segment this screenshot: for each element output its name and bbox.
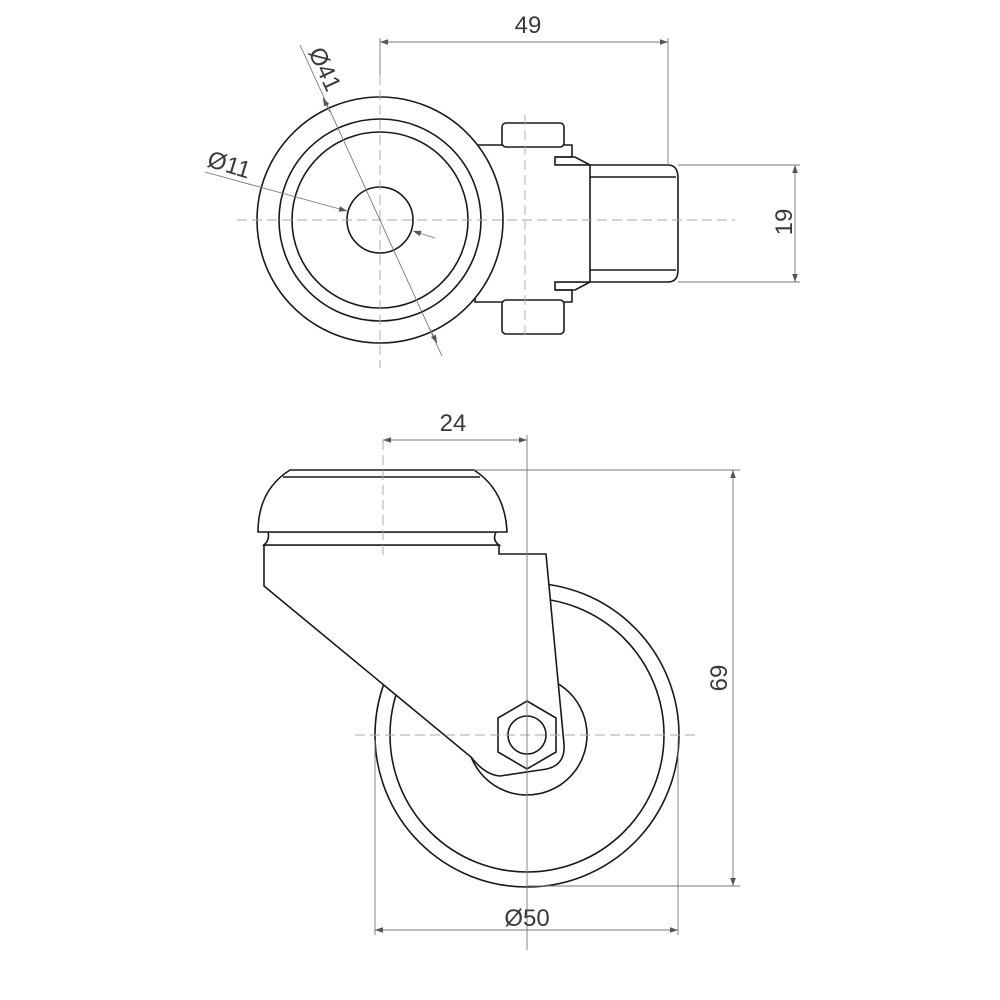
- caster-neck: [261, 531, 502, 546]
- side-view: 24 69 Ø50: [257, 410, 740, 950]
- dim-label-outer-diameter: Ø41: [303, 43, 347, 96]
- dim-line-d41: [299, 44, 443, 357]
- dim-line-d11: [204, 171, 348, 212]
- caster-top-plate: [257, 469, 508, 533]
- dim-label-overall-height: 69: [706, 665, 733, 692]
- dim-label-wheel-diameter: Ø50: [504, 905, 549, 932]
- caster-fork-body: [263, 544, 565, 777]
- dim-label-overall-length: 49: [515, 12, 542, 39]
- dim-line-d11: [412, 230, 436, 239]
- top-nut-lower: [501, 299, 565, 335]
- dim-label-stem-width: 19: [771, 209, 798, 236]
- dim-arrow-d41: [322, 97, 331, 113]
- bracket-chamfer: [555, 156, 591, 291]
- top-view: 49 19 Ø41 Ø11: [204, 12, 800, 368]
- dim-label-hole-diameter: Ø11: [204, 146, 254, 185]
- dim-label-offset: 24: [440, 410, 467, 437]
- dim-arrow-d41: [429, 328, 438, 344]
- top-nut-upper: [501, 122, 565, 148]
